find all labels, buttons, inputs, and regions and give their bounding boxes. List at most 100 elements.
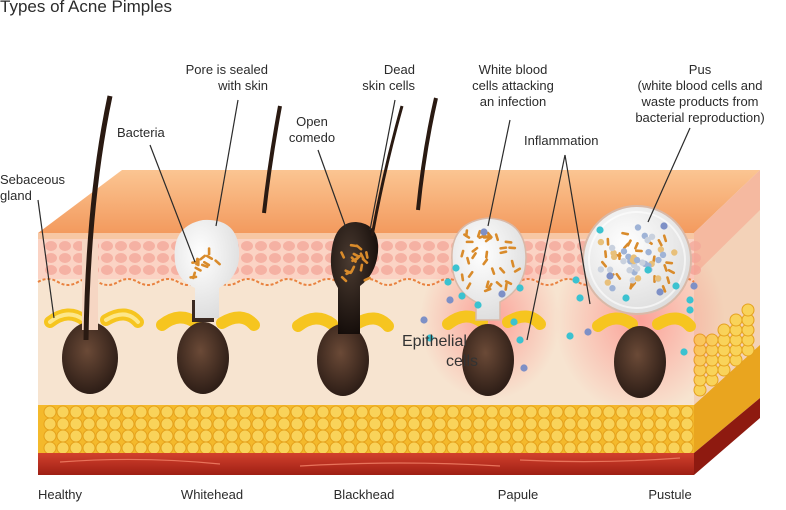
fat-cell [134, 417, 148, 431]
fat-cell [199, 429, 213, 443]
epidermis-cell [241, 241, 253, 251]
epidermis-cell [549, 241, 561, 251]
fat-cell [641, 429, 655, 443]
pus-cell [659, 251, 667, 259]
epidermis-cell [157, 265, 169, 275]
fat-cell [251, 417, 265, 431]
fat-cell [238, 405, 252, 419]
fat-cell [602, 417, 616, 431]
fat-cell [186, 405, 200, 419]
fat-cell [56, 429, 70, 443]
fat-cell [563, 429, 577, 443]
fat-cell [368, 417, 382, 431]
epidermis-cell [269, 241, 281, 251]
fat-cell [238, 429, 252, 443]
fat-cell [82, 405, 96, 419]
fat-cell [212, 405, 226, 419]
fat-cell [108, 429, 122, 443]
pus-cell [620, 257, 627, 265]
fat-cell [277, 405, 291, 419]
fat-cell [381, 429, 395, 443]
fat-cell [433, 429, 447, 443]
epidermis-cell [115, 253, 127, 263]
fat-cell [420, 405, 434, 419]
bacterium [484, 250, 489, 259]
fat-cell [160, 417, 174, 431]
bacterium [476, 229, 482, 238]
fat-cell [238, 417, 252, 431]
fat-cell [342, 405, 356, 419]
stage-label-pustule: Pustule [648, 487, 692, 502]
epidermis-cell [255, 253, 267, 263]
fat-cell [199, 417, 213, 431]
bacterium [495, 281, 503, 288]
pus-cell [625, 253, 632, 260]
pus-cell [633, 256, 641, 264]
bacterium [460, 273, 465, 282]
fat-cell [121, 441, 135, 455]
fat-cell [342, 441, 356, 455]
fat-cell [524, 405, 538, 419]
bacterium [195, 257, 199, 266]
hair-strand [416, 97, 438, 211]
pus-cell [609, 285, 616, 292]
bacterium [345, 270, 353, 276]
epidermis-cell [143, 241, 155, 251]
fat-cell [225, 441, 239, 455]
bacterium [600, 260, 608, 268]
fat-cell [420, 441, 434, 455]
fat-cell [69, 405, 83, 419]
pus-cell [644, 236, 651, 244]
fat-cell [342, 417, 356, 431]
epidermis-cell [549, 265, 561, 275]
epidermis-cell [101, 253, 113, 263]
epidermis-cell [409, 253, 421, 263]
epidermis-cell [143, 253, 155, 263]
pus-cell [606, 266, 614, 273]
fat-cell [316, 405, 330, 419]
white-blood-cell [446, 296, 454, 304]
bacterium [604, 250, 608, 259]
bacterium [200, 263, 209, 269]
bacterium [499, 267, 506, 274]
pus-cell [645, 248, 652, 256]
fat-cell [264, 417, 278, 431]
epidermis-cell [115, 241, 127, 251]
bacterium [471, 246, 479, 253]
fat-cell [654, 417, 668, 431]
fat-cell [680, 441, 694, 455]
pus-cell [629, 277, 636, 284]
fat-cell [82, 441, 96, 455]
white-blood-cell [516, 336, 524, 344]
fat-cell [602, 429, 616, 443]
bacterium [483, 287, 492, 293]
fat-cell [628, 417, 642, 431]
bacterium [661, 285, 667, 293]
epidermis-cell [45, 253, 57, 263]
white-blood-cell [480, 228, 488, 236]
fat-cell [160, 429, 174, 443]
fat-cell [290, 429, 304, 443]
bacterium [499, 246, 508, 250]
epidermis-cell [311, 253, 323, 263]
white-blood-cell [656, 288, 664, 296]
white-blood-cell [474, 301, 482, 309]
stage-label-blackhead: Blackhead [333, 487, 395, 502]
fat-cell [680, 405, 694, 419]
fat-cell [277, 429, 291, 443]
bacterium [466, 256, 471, 265]
fat-cell [108, 405, 122, 419]
white-blood-cell [566, 332, 574, 340]
fat-cell [95, 441, 109, 455]
fat-cell [446, 405, 460, 419]
white-blood-cells [420, 222, 698, 372]
bacterium [485, 280, 490, 289]
fat-cell [420, 417, 434, 431]
fat-cell [238, 441, 252, 455]
fat-cell [329, 441, 343, 455]
fat-cell [173, 417, 187, 431]
pus-cell [634, 224, 642, 231]
fat-cell [355, 417, 369, 431]
epidermis-cell [129, 253, 141, 263]
